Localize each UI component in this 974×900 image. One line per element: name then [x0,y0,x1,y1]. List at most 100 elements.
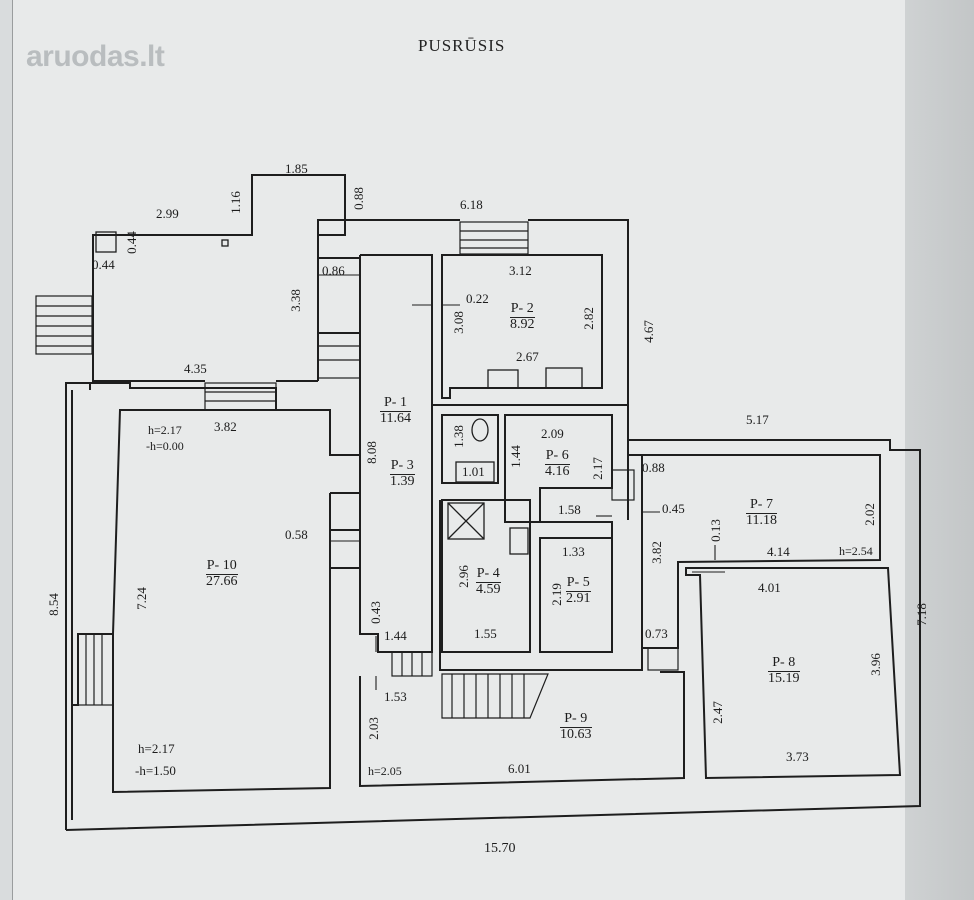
dim-label: 2.17 [589,457,605,480]
fixtures [95,231,583,555]
dim-label: 8.54 [45,593,61,616]
door-p6 [611,469,635,501]
dim-label: 0.58 [285,527,308,542]
room-label-p1: P- 1 11.64 [380,395,411,426]
dim-label: 7.24 [133,587,149,610]
stair-hall [204,382,277,411]
room-id: P- 3 [390,458,414,473]
height-label: h=2.54 [839,544,873,558]
height-label: h=2.05 [368,764,402,778]
door-p8 [647,647,679,671]
room-id: P- 9 [564,711,588,726]
sink-symbol [509,527,529,555]
room-id: P- 1 [384,395,407,410]
room-area: 10.63 [560,726,592,742]
dim-label: 0.86 [322,263,345,278]
dim-label: 6.01 [508,761,531,776]
room-label-p4: P- 4 4.59 [476,566,501,597]
dim-label: 2.19 [548,583,564,606]
dim-label: 1.44 [507,445,523,468]
dim-label: 3.38 [287,289,303,312]
kitchen-sink-symbol [487,369,519,389]
dim-label: 4.14 [767,544,790,559]
stair-niche [317,332,361,379]
watermark-logo: aruodas.lt [26,40,165,74]
room-area: 15.19 [768,670,800,686]
room-area: 4.59 [476,581,501,597]
dim-label: 2.82 [580,307,596,330]
dim-label: 3.82 [214,419,237,434]
dim-label: 1.85 [285,161,308,176]
height-label: -h=1.50 [135,763,176,778]
dim-label: 1.53 [384,689,407,704]
room-id: P- 8 [772,655,796,670]
corridor-stubs [330,492,360,569]
room-id: P- 4 [476,566,500,581]
dim-label: 2.09 [541,426,564,441]
dim-label: 3.82 [648,541,664,564]
dim-label: 6.18 [460,197,483,212]
dim-label: 3.73 [786,749,809,764]
dim-label: 3.08 [450,311,466,334]
toilet-symbol [471,418,489,442]
dim-label: 1.38 [450,425,466,448]
paper-sheet [12,0,913,900]
room-p6-wall [504,414,613,523]
room-p4-wall [441,499,531,653]
dim-label: 0.22 [466,291,489,306]
room-label-p9: P- 9 10.63 [560,711,592,742]
dim-label: 0.88 [350,187,366,210]
stair-top [459,221,529,255]
room-label-p10: P- 10 27.66 [206,558,238,589]
room-id: P- 6 [545,448,569,463]
dim-label: 2.02 [861,503,877,526]
room-label-p3: P- 3 1.39 [390,458,415,489]
stair-gallery [77,633,114,706]
height-label: -h=0.00 [146,439,184,453]
room-id: P- 2 [510,301,534,316]
dim-label: 1.33 [562,544,585,559]
dim-label: 1.58 [558,502,581,517]
room-p10-wall [72,409,331,794]
dim-label: 4.67 [640,320,656,343]
dim-label: 0.13 [707,519,723,542]
room-area: 11.64 [380,410,411,426]
dim-label: 0.45 [662,501,685,516]
dim-label: 2.96 [455,565,471,588]
dim-label: 0.73 [645,626,668,641]
dim-label: 1.01 [462,464,485,479]
outer-wall [65,174,921,831]
dim-label: 0.43 [367,601,383,624]
dim-label: 1.55 [474,626,497,641]
chimney-symbol [95,231,117,253]
room-label-p7: P- 7 11.18 [746,497,777,528]
stair-p9 [441,673,549,719]
dim-label: 7.18 [913,603,929,626]
stairs [35,221,679,719]
post-symbol [221,239,229,247]
room-p9-wall [359,671,685,788]
watermark-text: aruodas.lt [26,40,165,73]
room-area: 11.18 [746,512,777,528]
dim-label: 2.47 [709,701,725,724]
bath-symbol [455,461,495,483]
dim-label: 0.44 [123,231,139,254]
gallery-wall [66,382,360,456]
dim-label: 5.17 [746,412,769,427]
room-label-p6: P- 6 4.16 [545,448,570,479]
boiler-symbol [447,502,485,540]
dim-label: 0.88 [642,460,665,475]
stove-symbol [545,367,583,389]
room-label-p8: P- 8 15.19 [768,655,800,686]
plan-title: PUSRŪSIS [418,36,506,55]
dim-label: 1.44 [384,628,407,643]
dimension-arrows [318,274,725,690]
room-p5-wall [539,537,613,653]
dim-label: 1.16 [227,191,243,214]
room-p3-wall [441,414,499,484]
stair-left [35,295,93,355]
room-label-p5: P- 5 2.91 [566,575,591,606]
room-area: 8.92 [510,316,535,332]
